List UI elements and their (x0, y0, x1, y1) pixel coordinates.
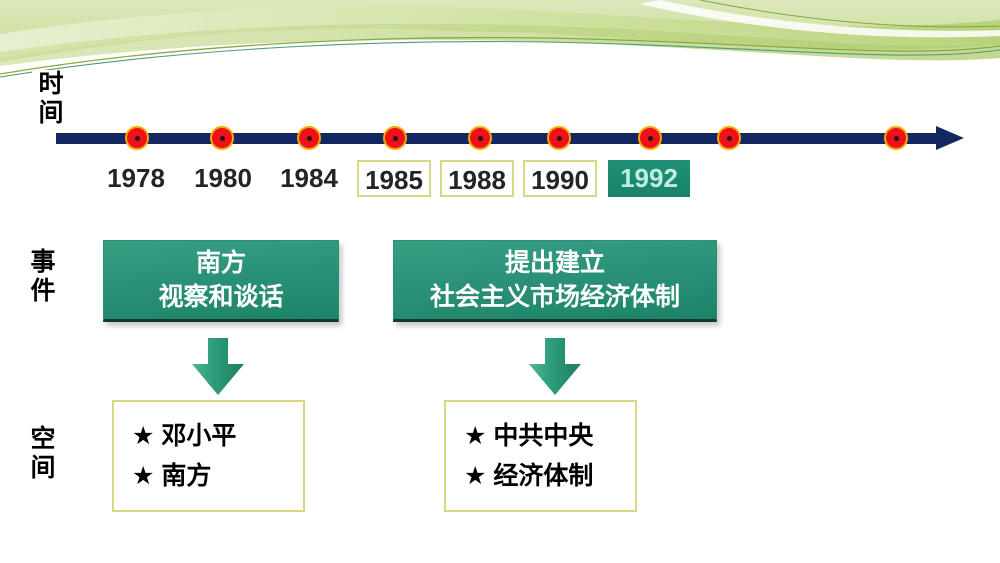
row-label-time-line1: 时 (38, 70, 64, 98)
year-chip-1992[interactable]: 1992 (608, 160, 690, 197)
row-label-space-line2: 间 (30, 454, 56, 482)
event-box-nanfang[interactable]: 南方视察和谈话 (103, 240, 339, 322)
event-box-shichang[interactable]: 提出建立社会主义市场经济体制 (393, 240, 717, 322)
row-label-event-line1: 事 (30, 248, 56, 276)
row-label-event: 事 件 (24, 248, 62, 306)
down-arrow-right (529, 338, 581, 395)
timeline-marker-dot (383, 126, 407, 150)
event-box-line: 视察和谈话 (158, 283, 284, 311)
arrow-down-icon (529, 338, 581, 395)
space-box-item: ★ 邓小平 (132, 422, 237, 450)
timeline-marker-dot (717, 126, 741, 150)
row-label-space: 空 间 (24, 425, 62, 483)
timeline-marker-dot (297, 126, 321, 150)
row-label-time-line2: 间 (38, 99, 64, 127)
timeline-arrowhead-icon (936, 126, 964, 150)
year-chip-1984[interactable]: 1984 (274, 160, 344, 197)
space-box-item: ★ 中共中央 (464, 422, 594, 450)
row-label-event-line2: 件 (30, 277, 56, 305)
space-box-right[interactable]: ★ 中共中央 ★ 经济体制 (444, 400, 637, 512)
year-chip-1980[interactable]: 1980 (188, 160, 258, 197)
timeline-marker-dot (210, 126, 234, 150)
space-box-item: ★ 经济体制 (464, 462, 594, 490)
timeline-marker-dot (638, 126, 662, 150)
year-chip-1978[interactable]: 1978 (101, 160, 171, 197)
green-wave-banner (0, 0, 1000, 78)
space-box-item: ★ 南方 (132, 462, 212, 490)
timeline-marker-dot (468, 126, 492, 150)
timeline (0, 118, 1000, 162)
timeline-marker-dot (884, 126, 908, 150)
year-chip-1988[interactable]: 1988 (440, 160, 514, 197)
row-label-space-line1: 空 (30, 425, 56, 453)
event-box-line: 南方 (195, 249, 246, 277)
space-box-left[interactable]: ★ 邓小平 ★ 南方 (112, 400, 305, 512)
event-box-line: 提出建立 (504, 249, 605, 277)
row-label-time: 时 间 (32, 70, 70, 128)
down-arrow-left (192, 338, 244, 395)
timeline-axis (56, 133, 946, 144)
timeline-marker-dot (547, 126, 571, 150)
event-box-line: 社会主义市场经济体制 (429, 283, 680, 311)
year-chip-1990[interactable]: 1990 (523, 160, 597, 197)
arrow-down-icon (192, 338, 244, 395)
timeline-marker-dot (125, 126, 149, 150)
year-chip-1985[interactable]: 1985 (357, 160, 431, 197)
